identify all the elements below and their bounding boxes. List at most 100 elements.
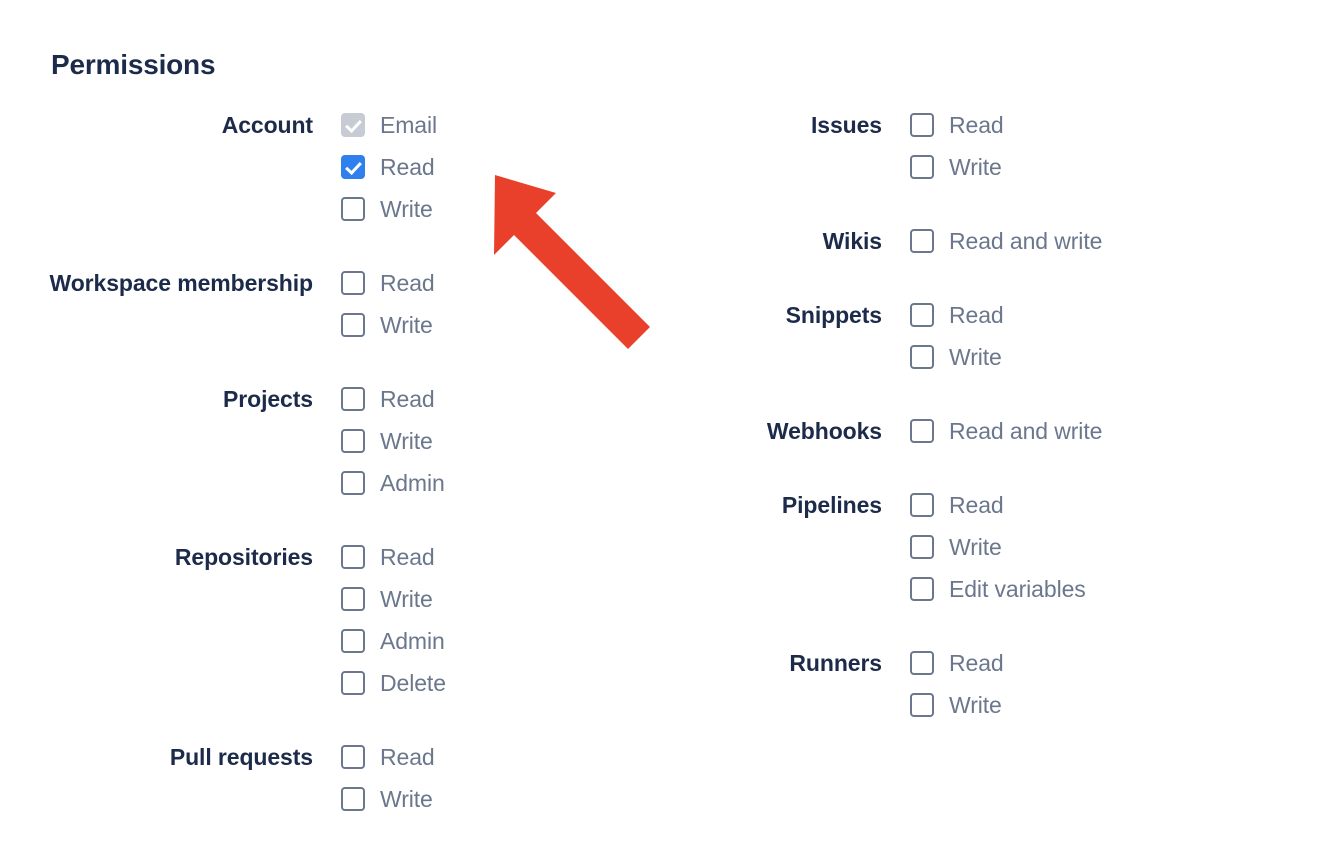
checkbox-icon[interactable] bbox=[341, 587, 365, 611]
permission-group-label: Webhooks bbox=[766, 418, 882, 444]
permission-option-label: Read bbox=[380, 744, 435, 770]
checkbox-icon bbox=[341, 113, 365, 137]
permission-group-label: Workspace membership bbox=[49, 270, 314, 296]
permission-option-row[interactable]: Read bbox=[341, 378, 445, 420]
checkbox-icon[interactable] bbox=[341, 671, 365, 695]
permission-option-label: Write bbox=[380, 428, 433, 454]
permission-option-row[interactable]: Admin bbox=[341, 462, 445, 504]
checkbox-icon[interactable] bbox=[341, 197, 365, 221]
permission-option-row[interactable]: Write bbox=[910, 336, 1004, 378]
permission-option-row[interactable]: Write bbox=[341, 778, 435, 820]
permission-option-row[interactable]: Read bbox=[910, 104, 1004, 146]
permission-group-label: Runners bbox=[789, 650, 882, 676]
permission-option-row[interactable]: Write bbox=[910, 146, 1004, 188]
permission-option-row[interactable]: Read bbox=[341, 536, 446, 578]
permission-option-label: Write bbox=[380, 312, 433, 338]
permission-option-label: Write bbox=[949, 154, 1002, 180]
checkbox-icon[interactable] bbox=[910, 493, 934, 517]
permission-group-label: Snippets bbox=[785, 302, 882, 328]
checkbox-icon[interactable] bbox=[910, 651, 934, 675]
permission-option-row[interactable]: Admin bbox=[341, 620, 446, 662]
permission-group-label: Account bbox=[221, 112, 313, 138]
checkbox-icon[interactable] bbox=[341, 745, 365, 769]
permission-option-row[interactable]: Read bbox=[910, 642, 1004, 684]
checkbox-icon[interactable] bbox=[910, 229, 934, 253]
permission-group-label: Pipelines bbox=[781, 492, 882, 518]
permission-option-label: Read bbox=[949, 492, 1004, 518]
permission-option-row[interactable]: Read bbox=[910, 294, 1004, 336]
permission-option-row[interactable]: Edit variables bbox=[910, 568, 1086, 610]
permission-option-list: Read and write bbox=[910, 220, 1102, 262]
permission-option-list: Read and write bbox=[910, 410, 1102, 452]
checkbox-icon[interactable] bbox=[910, 535, 934, 559]
permission-option-label: Email bbox=[380, 112, 438, 138]
permission-option-label: Admin bbox=[380, 470, 445, 496]
permission-option-label: Read bbox=[949, 302, 1004, 328]
permission-option-label: Edit variables bbox=[949, 576, 1086, 602]
permission-option-row[interactable]: Write bbox=[341, 420, 445, 462]
permission-option-row[interactable]: Read bbox=[341, 146, 437, 188]
checkbox-icon[interactable] bbox=[341, 471, 365, 495]
checkbox-icon[interactable] bbox=[341, 155, 365, 179]
permission-group-label: Pull requests bbox=[169, 744, 313, 770]
permission-option-label: Write bbox=[380, 586, 433, 612]
permission-option-label: Read bbox=[380, 386, 435, 412]
permission-option-label: Read bbox=[380, 270, 435, 296]
permission-group-label: Wikis bbox=[822, 228, 882, 254]
checkbox-icon[interactable] bbox=[341, 313, 365, 337]
permission-group-label: Repositories bbox=[174, 544, 313, 570]
permission-option-row[interactable]: Delete bbox=[341, 662, 446, 704]
checkbox-icon[interactable] bbox=[341, 387, 365, 411]
permission-option-label: Admin bbox=[380, 628, 445, 654]
permission-option-label: Read and write bbox=[949, 228, 1103, 254]
permission-option-row[interactable]: Email bbox=[341, 104, 437, 146]
checkbox-icon[interactable] bbox=[910, 155, 934, 179]
checkbox-icon[interactable] bbox=[910, 345, 934, 369]
permission-option-label: Delete bbox=[380, 670, 446, 696]
checkbox-icon[interactable] bbox=[910, 693, 934, 717]
checkbox-icon[interactable] bbox=[341, 429, 365, 453]
checkbox-icon[interactable] bbox=[910, 303, 934, 327]
permission-option-row[interactable]: Read bbox=[341, 736, 435, 778]
checkbox-icon[interactable] bbox=[910, 419, 934, 443]
permission-option-row[interactable]: Write bbox=[341, 188, 437, 230]
checkbox-icon[interactable] bbox=[341, 545, 365, 569]
permission-group: Wikis Read and write bbox=[560, 220, 1220, 262]
permission-option-row[interactable]: Read and write bbox=[910, 220, 1102, 262]
permission-option-row[interactable]: Write bbox=[910, 526, 1086, 568]
permission-option-row[interactable]: Read bbox=[910, 484, 1086, 526]
page-title: Permissions bbox=[51, 49, 216, 80]
checkbox-icon[interactable] bbox=[341, 629, 365, 653]
checkbox-icon[interactable] bbox=[341, 787, 365, 811]
permission-option-label: Read bbox=[380, 154, 435, 180]
permission-option-label: Write bbox=[380, 786, 433, 812]
permission-option-row[interactable]: Write bbox=[341, 578, 446, 620]
permission-group: Webhooks Read and write bbox=[560, 410, 1220, 452]
permission-option-label: Write bbox=[949, 344, 1002, 370]
permission-option-label: Read bbox=[949, 112, 1004, 138]
permission-option-label: Read bbox=[949, 650, 1004, 676]
checkbox-icon[interactable] bbox=[341, 271, 365, 295]
permission-option-row[interactable]: Read and write bbox=[910, 410, 1102, 452]
checkbox-icon[interactable] bbox=[910, 577, 934, 601]
permission-option-row[interactable]: Read bbox=[341, 262, 435, 304]
permission-option-row[interactable]: Write bbox=[341, 304, 435, 346]
checkbox-icon[interactable] bbox=[910, 113, 934, 137]
permission-option-row[interactable]: Write bbox=[910, 684, 1004, 726]
